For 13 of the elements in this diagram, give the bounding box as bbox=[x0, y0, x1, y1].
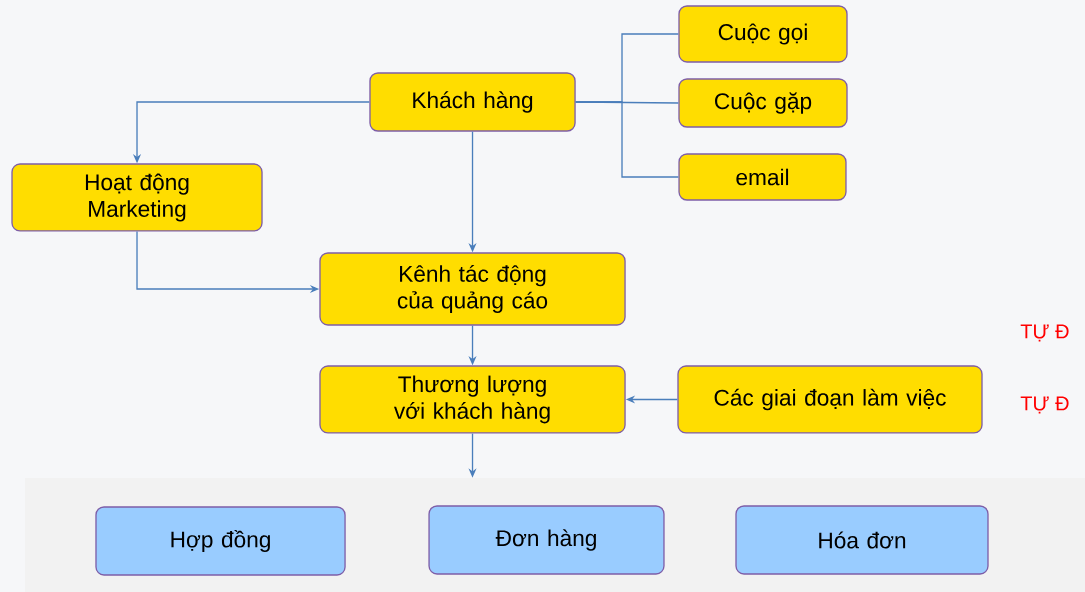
note-text: TỰ Đ bbox=[1020, 396, 1069, 414]
process-box: Cuộc gọi bbox=[678, 5, 848, 63]
note-text: TỰ Đ bbox=[1020, 324, 1069, 342]
process-box: Khách hàng bbox=[369, 72, 576, 132]
process-box: email bbox=[678, 153, 847, 201]
process-box: Hóa đơn bbox=[735, 505, 989, 575]
process-box: Đơn hàng bbox=[428, 505, 665, 575]
process-box: Hợp đồng bbox=[95, 506, 346, 576]
process-box: Kênh tác động của quảng cáo bbox=[319, 252, 626, 326]
process-box: Cuộc gặp bbox=[678, 78, 848, 128]
process-box: Thương lượng với khách hàng bbox=[319, 365, 626, 434]
process-box: Các giai đoạn làm việc bbox=[677, 365, 983, 434]
process-box: Hoạt động Marketing bbox=[11, 163, 263, 232]
